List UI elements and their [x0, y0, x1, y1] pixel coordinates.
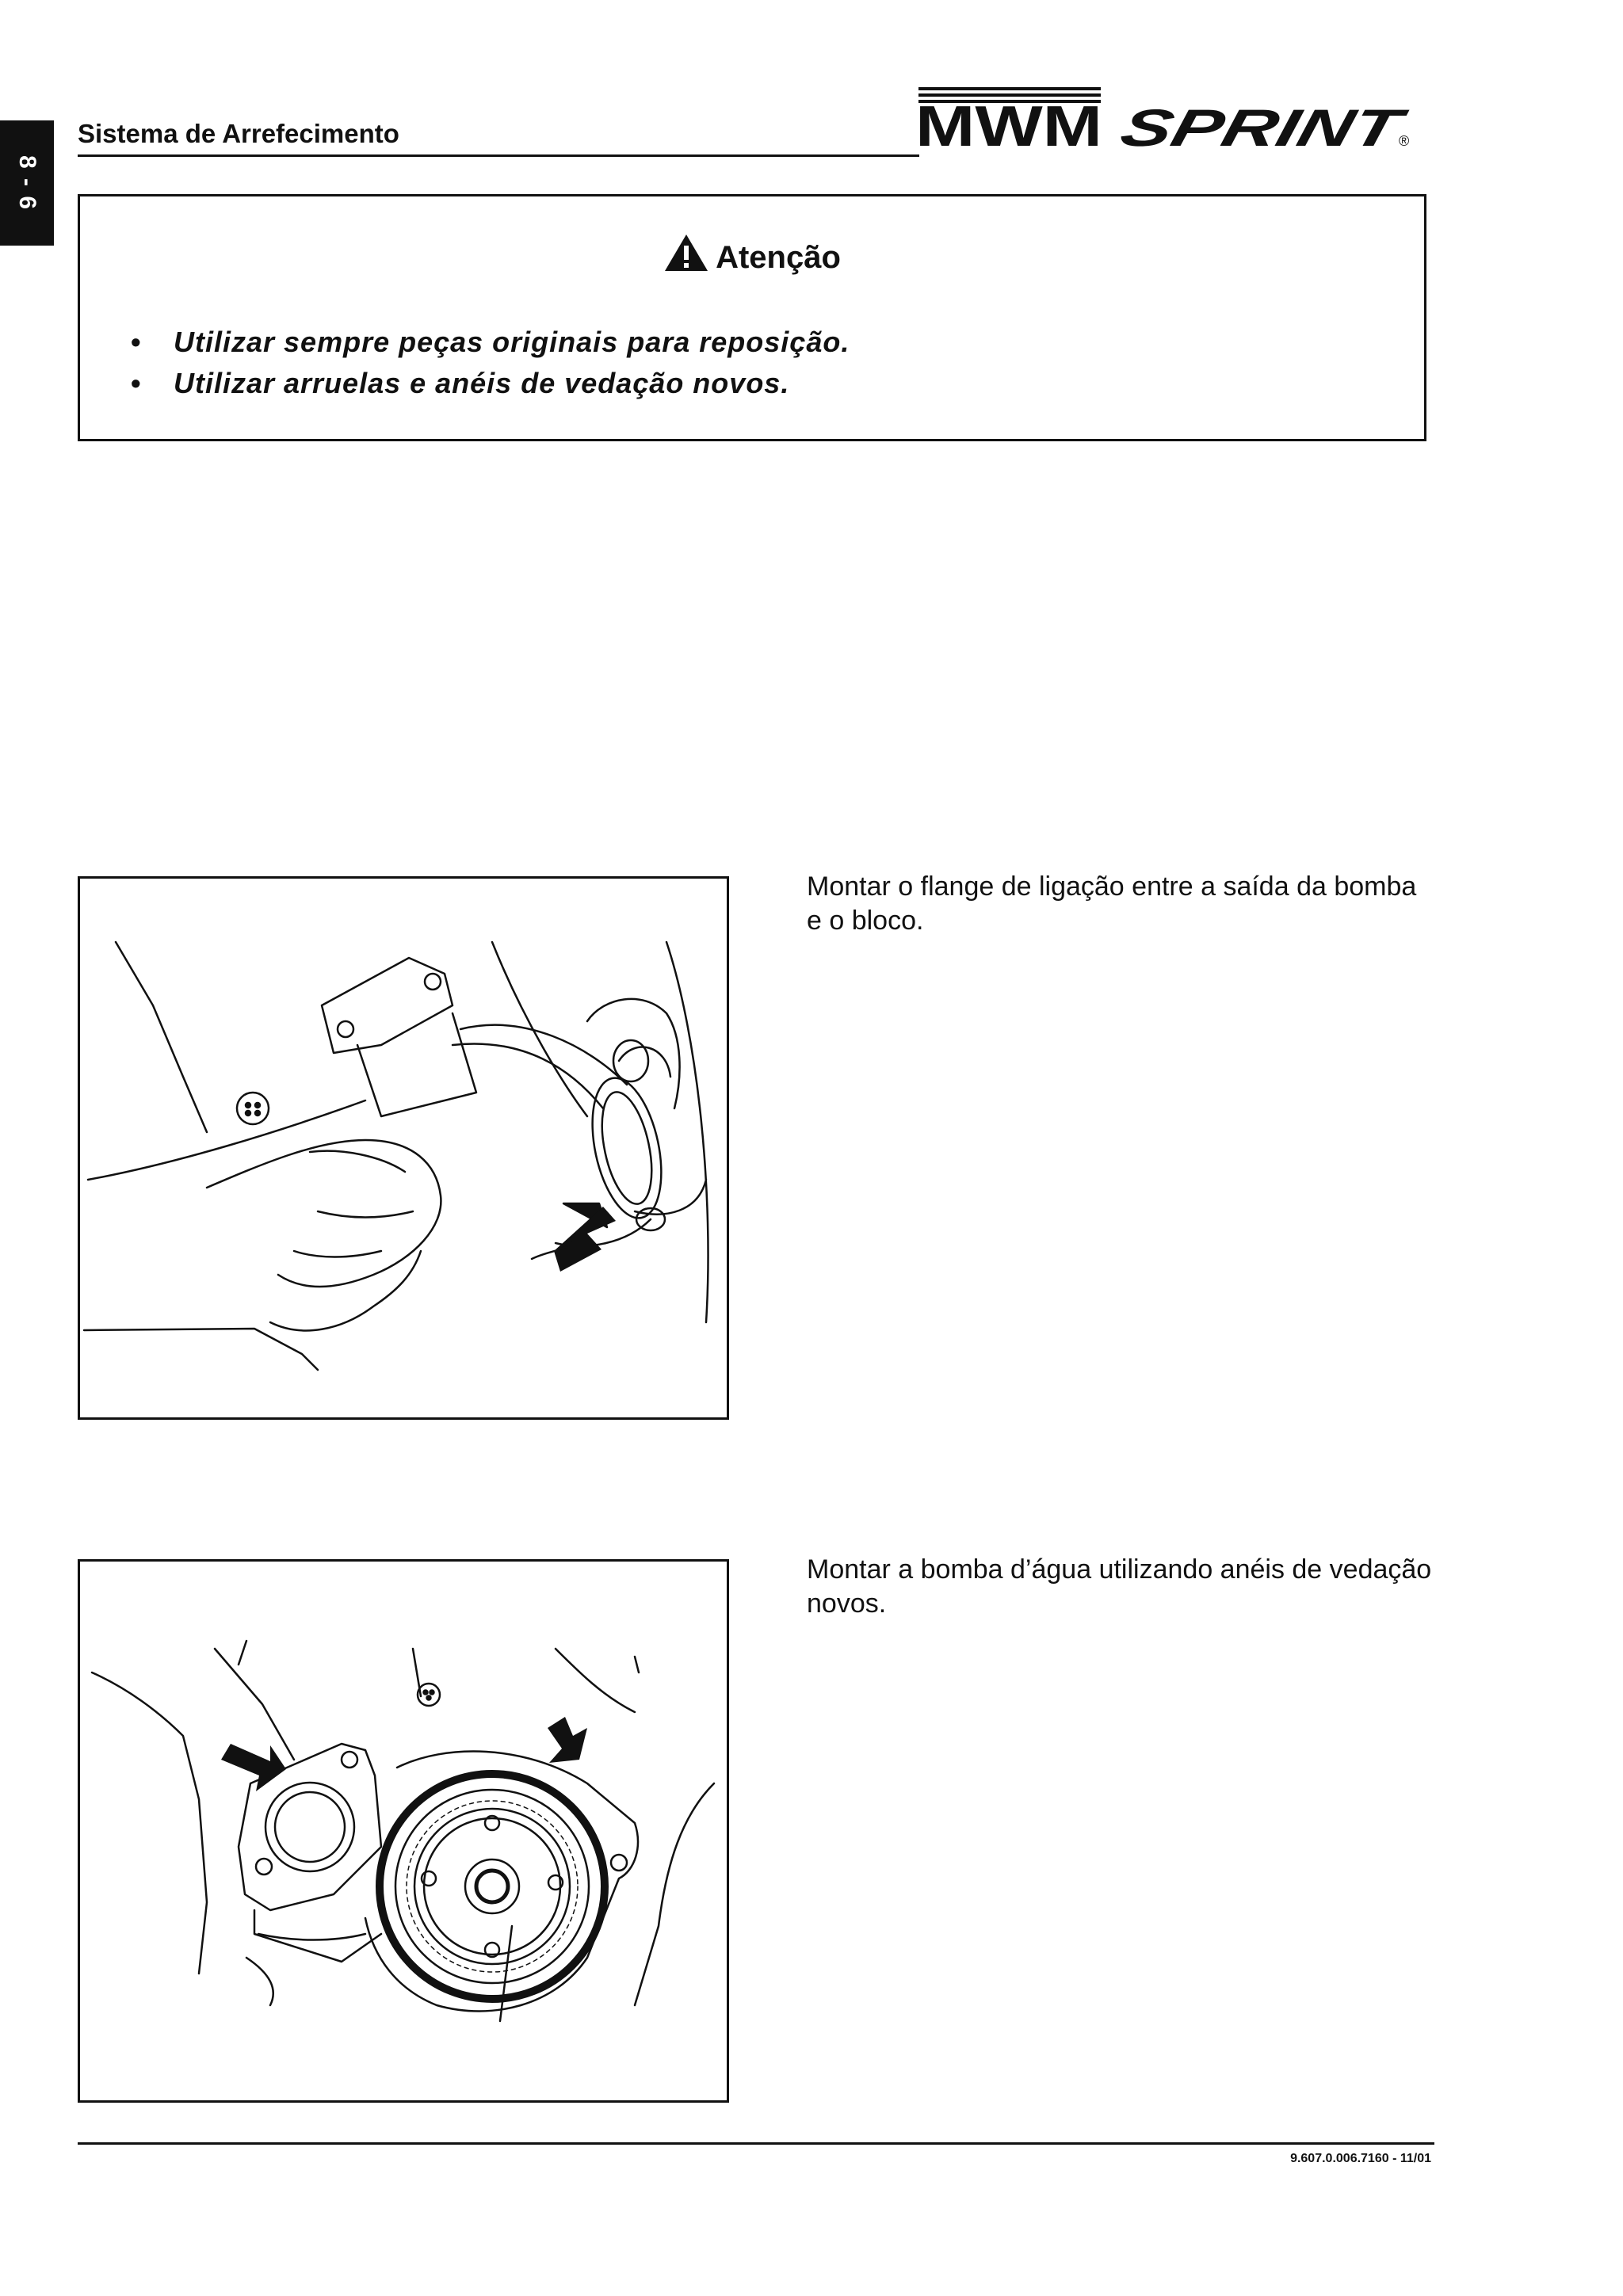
attention-title: Atenção: [716, 240, 841, 275]
logo-model-text: SPRINT: [1115, 99, 1413, 158]
logo-registered-mark: ®: [1399, 133, 1409, 149]
warning-triangle-icon: [665, 235, 708, 271]
footer-divider: [78, 2142, 1434, 2145]
step-caption-1: Montar o flange de ligação entre a saída…: [807, 871, 1417, 936]
logo-brand-text: MWM: [915, 95, 1102, 158]
attention-item: Utilizar arruelas e anéis de vedação nov…: [131, 363, 850, 404]
attention-heading: Atenção: [80, 233, 1424, 276]
flange-assembly-illustration: [82, 940, 709, 1371]
header-divider: [78, 154, 919, 157]
section-tab-label: 8 - 6: [14, 154, 40, 212]
section-tab: 8 - 6: [0, 120, 54, 246]
attention-item: Utilizar sempre peças originais para rep…: [131, 322, 850, 363]
document-code: 9.607.0.006.7160 - 11/01: [1290, 2152, 1431, 2165]
attention-box: Atenção Utilizar sempre peças originais …: [78, 194, 1426, 441]
figure-flange-assembly: [78, 876, 729, 1420]
water-pump-illustration: [90, 1639, 716, 2023]
attention-list: Utilizar sempre peças originais para rep…: [131, 322, 850, 404]
step-caption-2: Montar a bomba d’água utilizando anéis d…: [807, 1554, 1432, 1619]
brand-logo: MWM SPRINT ®: [915, 87, 1413, 158]
page-header-title: Sistema de Arrefecimento: [78, 119, 399, 148]
figure-water-pump: [78, 1559, 729, 2103]
